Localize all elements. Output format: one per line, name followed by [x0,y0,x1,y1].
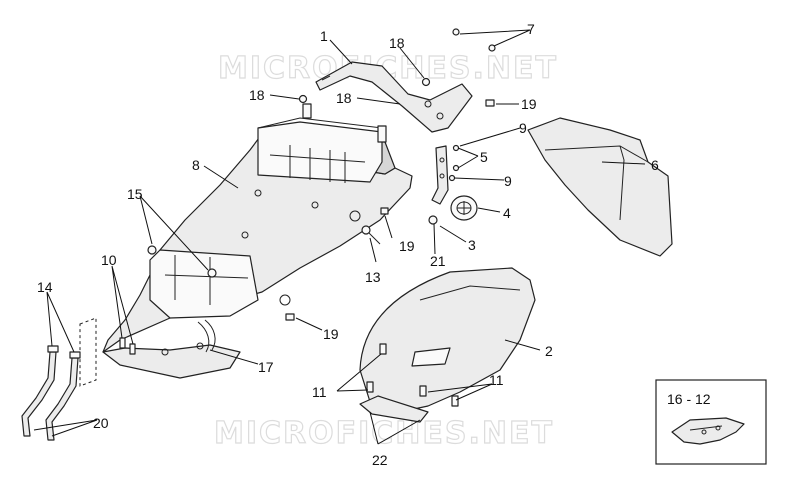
callout-10: 10 [101,252,117,268]
callout-4: 4 [503,205,511,221]
inset-label: 16 - 12 [667,391,711,407]
leader-lines [33,29,646,445]
callout-11-right: 11 [489,372,504,388]
callout-11-left: 11 [312,384,327,400]
callout-19-mid: 19 [399,238,415,254]
callout-13: 13 [365,269,381,285]
callout-17: 17 [258,359,274,375]
rear-mudguard [359,267,536,423]
rear-bracket [315,61,473,133]
callout-14: 14 [37,279,53,295]
rear-hugger [527,117,673,257]
reflector [450,195,478,221]
inset-box: 16 - 12 [655,379,767,465]
callout-5: 5 [480,149,488,165]
drain-hoses [21,317,97,441]
fasteners [119,28,496,407]
callout-20: 20 [93,415,109,431]
clip-part [197,319,216,353]
callout-3: 3 [468,237,476,253]
callout-1: 1 [320,28,328,44]
callout-22: 22 [372,452,388,468]
callout-9-lower: 9 [504,173,512,189]
callout-19-lower: 19 [323,326,339,342]
callout-labels: 1 2 3 4 5 6 7 8 9 9 10 11 11 13 14 15 17… [37,21,659,468]
callout-19-top: 19 [521,96,537,112]
under-seat-tray [102,103,413,379]
callout-18-mid: 18 [336,90,352,106]
callout-7: 7 [527,21,535,37]
callout-9-upper: 9 [519,120,527,136]
watermark-bottom: MICROFICHES.NET [214,416,554,451]
callout-15: 15 [127,186,143,202]
callout-8: 8 [192,157,200,173]
callout-18-top: 18 [389,35,405,51]
callout-2: 2 [545,343,553,359]
mounting-strip [431,145,449,205]
callout-18-left: 18 [249,87,265,103]
callout-6: 6 [651,157,659,173]
callout-21: 21 [430,253,446,269]
